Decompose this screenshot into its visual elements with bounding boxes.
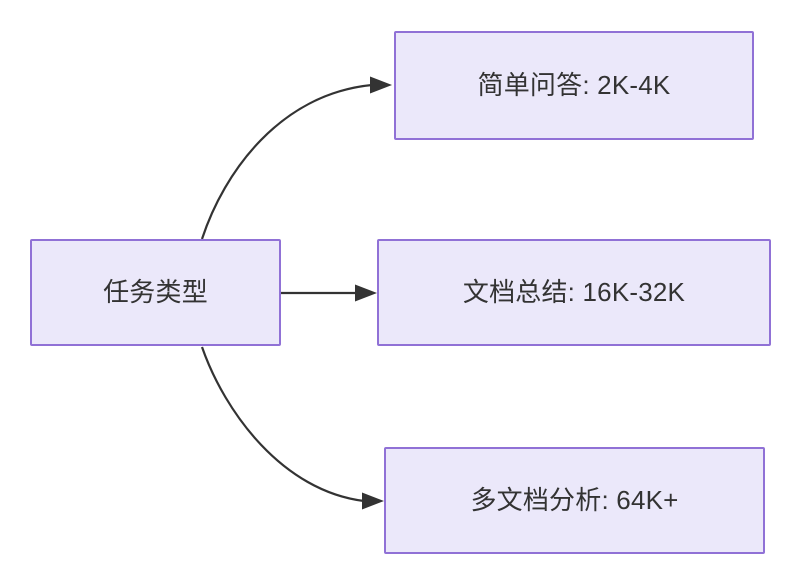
- node-multi-doc[interactable]: 多文档分析: 64K+: [384, 447, 765, 554]
- node-multi-doc-label: 多文档分析: 64K+: [470, 484, 679, 515]
- node-task-type-label: 任务类型: [103, 276, 208, 307]
- arrow-head-icon-doc-summary: [355, 284, 377, 302]
- edge-root-to-simple-qa: [200, 83, 373, 240]
- node-simple-qa-label: 简单问答: 2K-4K: [477, 69, 671, 100]
- node-doc-summary-label: 文档总结: 16K-32K: [462, 276, 686, 307]
- node-simple-qa[interactable]: 简单问答: 2K-4K: [394, 31, 754, 140]
- node-doc-summary[interactable]: 文档总结: 16K-32K: [377, 239, 771, 346]
- node-task-type[interactable]: 任务类型: [30, 239, 281, 346]
- arrow-head-icon-multi-doc: [362, 492, 384, 510]
- arrow-head-icon-simple-qa: [370, 76, 392, 94]
- edge-root-to-multi-doc: [200, 346, 365, 503]
